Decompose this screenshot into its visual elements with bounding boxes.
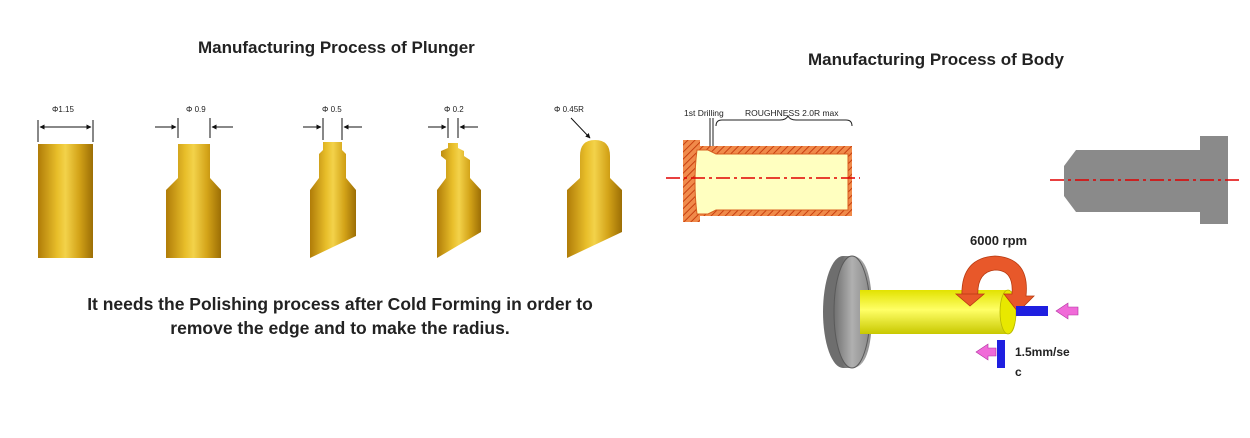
plunger-step-5 xyxy=(567,117,622,258)
body-section-view xyxy=(666,114,860,222)
feed-rate-line-1: 1.5mm/se xyxy=(1015,345,1070,359)
plunger-title: Manufacturing Process of Plunger xyxy=(198,38,475,57)
plunger-step-3 xyxy=(303,118,362,258)
polishing-note-line-2: remove the edge and to make the radius. xyxy=(170,318,510,338)
spindle-speed-label: 6000 rpm xyxy=(970,233,1028,248)
body-title: Manufacturing Process of Body xyxy=(808,50,1064,69)
plunger-step-1 xyxy=(37,120,94,258)
dimension-label-step-1: Φ1.15 xyxy=(52,105,74,114)
polishing-note: It needs the Polishing process after Col… xyxy=(80,292,600,340)
dimension-label-step-5: Φ 0.45R xyxy=(554,105,584,114)
dimension-label-step-2: Φ 0.9 xyxy=(186,105,206,114)
polishing-note-line-1: It needs the Polishing process after Col… xyxy=(87,294,593,314)
plunger-step-4 xyxy=(428,118,481,258)
dimension-label-step-3: Φ 0.5 xyxy=(322,105,342,114)
lathe-setup xyxy=(823,255,1079,369)
roughness-label: ROUGHNESS 2.0R max xyxy=(745,108,839,118)
plunger-step-2 xyxy=(155,118,233,258)
feed-rate-line-2: c xyxy=(1015,365,1022,379)
finished-body-view xyxy=(1050,136,1240,224)
first-drilling-label: 1st Drilling xyxy=(684,108,724,118)
dimension-label-step-4: Φ 0.2 xyxy=(444,105,464,114)
feed-rate-label: 1.5mm/se c xyxy=(1015,342,1070,382)
